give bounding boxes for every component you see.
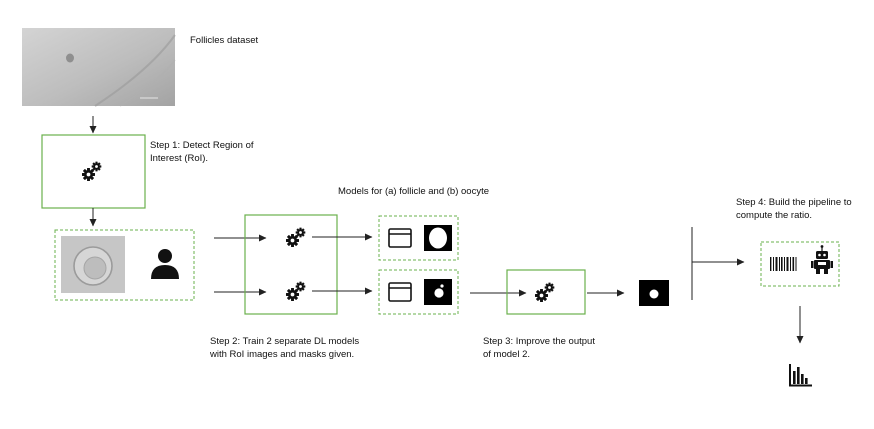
barcode-icon <box>770 257 797 271</box>
models-label: Models for (a) follicle and (b) oocyte <box>338 186 490 197</box>
oocyte-output-box <box>378 269 459 315</box>
dataset-image <box>22 28 176 107</box>
person-icon <box>151 249 179 279</box>
step3-label: Step 3: Improve the output of model 2. <box>483 336 595 360</box>
step4-label: Step 4: Build the pipeline to compute th… <box>736 197 852 221</box>
roi-box <box>54 229 195 301</box>
follicle-output-box <box>378 215 459 261</box>
gears-icon <box>82 162 101 181</box>
step3-box <box>506 269 586 315</box>
dataset-label: Follicles dataset <box>190 35 259 46</box>
step4-box <box>760 241 840 287</box>
window-icon <box>388 228 412 248</box>
step1-label: Step 1: Detect Region of Interest (RoI). <box>150 140 254 164</box>
gears-icon <box>286 228 305 247</box>
mask-icon <box>424 279 452 305</box>
gears-icon <box>286 282 305 301</box>
mask-icon <box>424 225 452 251</box>
step2-label: Step 2: Train 2 separate DL models with … <box>210 336 360 360</box>
window-icon <box>388 282 412 302</box>
bar-chart-icon <box>789 364 812 387</box>
step2-box <box>244 214 338 315</box>
robot-icon <box>811 245 833 274</box>
refined-mask-icon <box>639 280 669 306</box>
roi-image <box>61 236 125 293</box>
gears-icon <box>535 283 554 302</box>
